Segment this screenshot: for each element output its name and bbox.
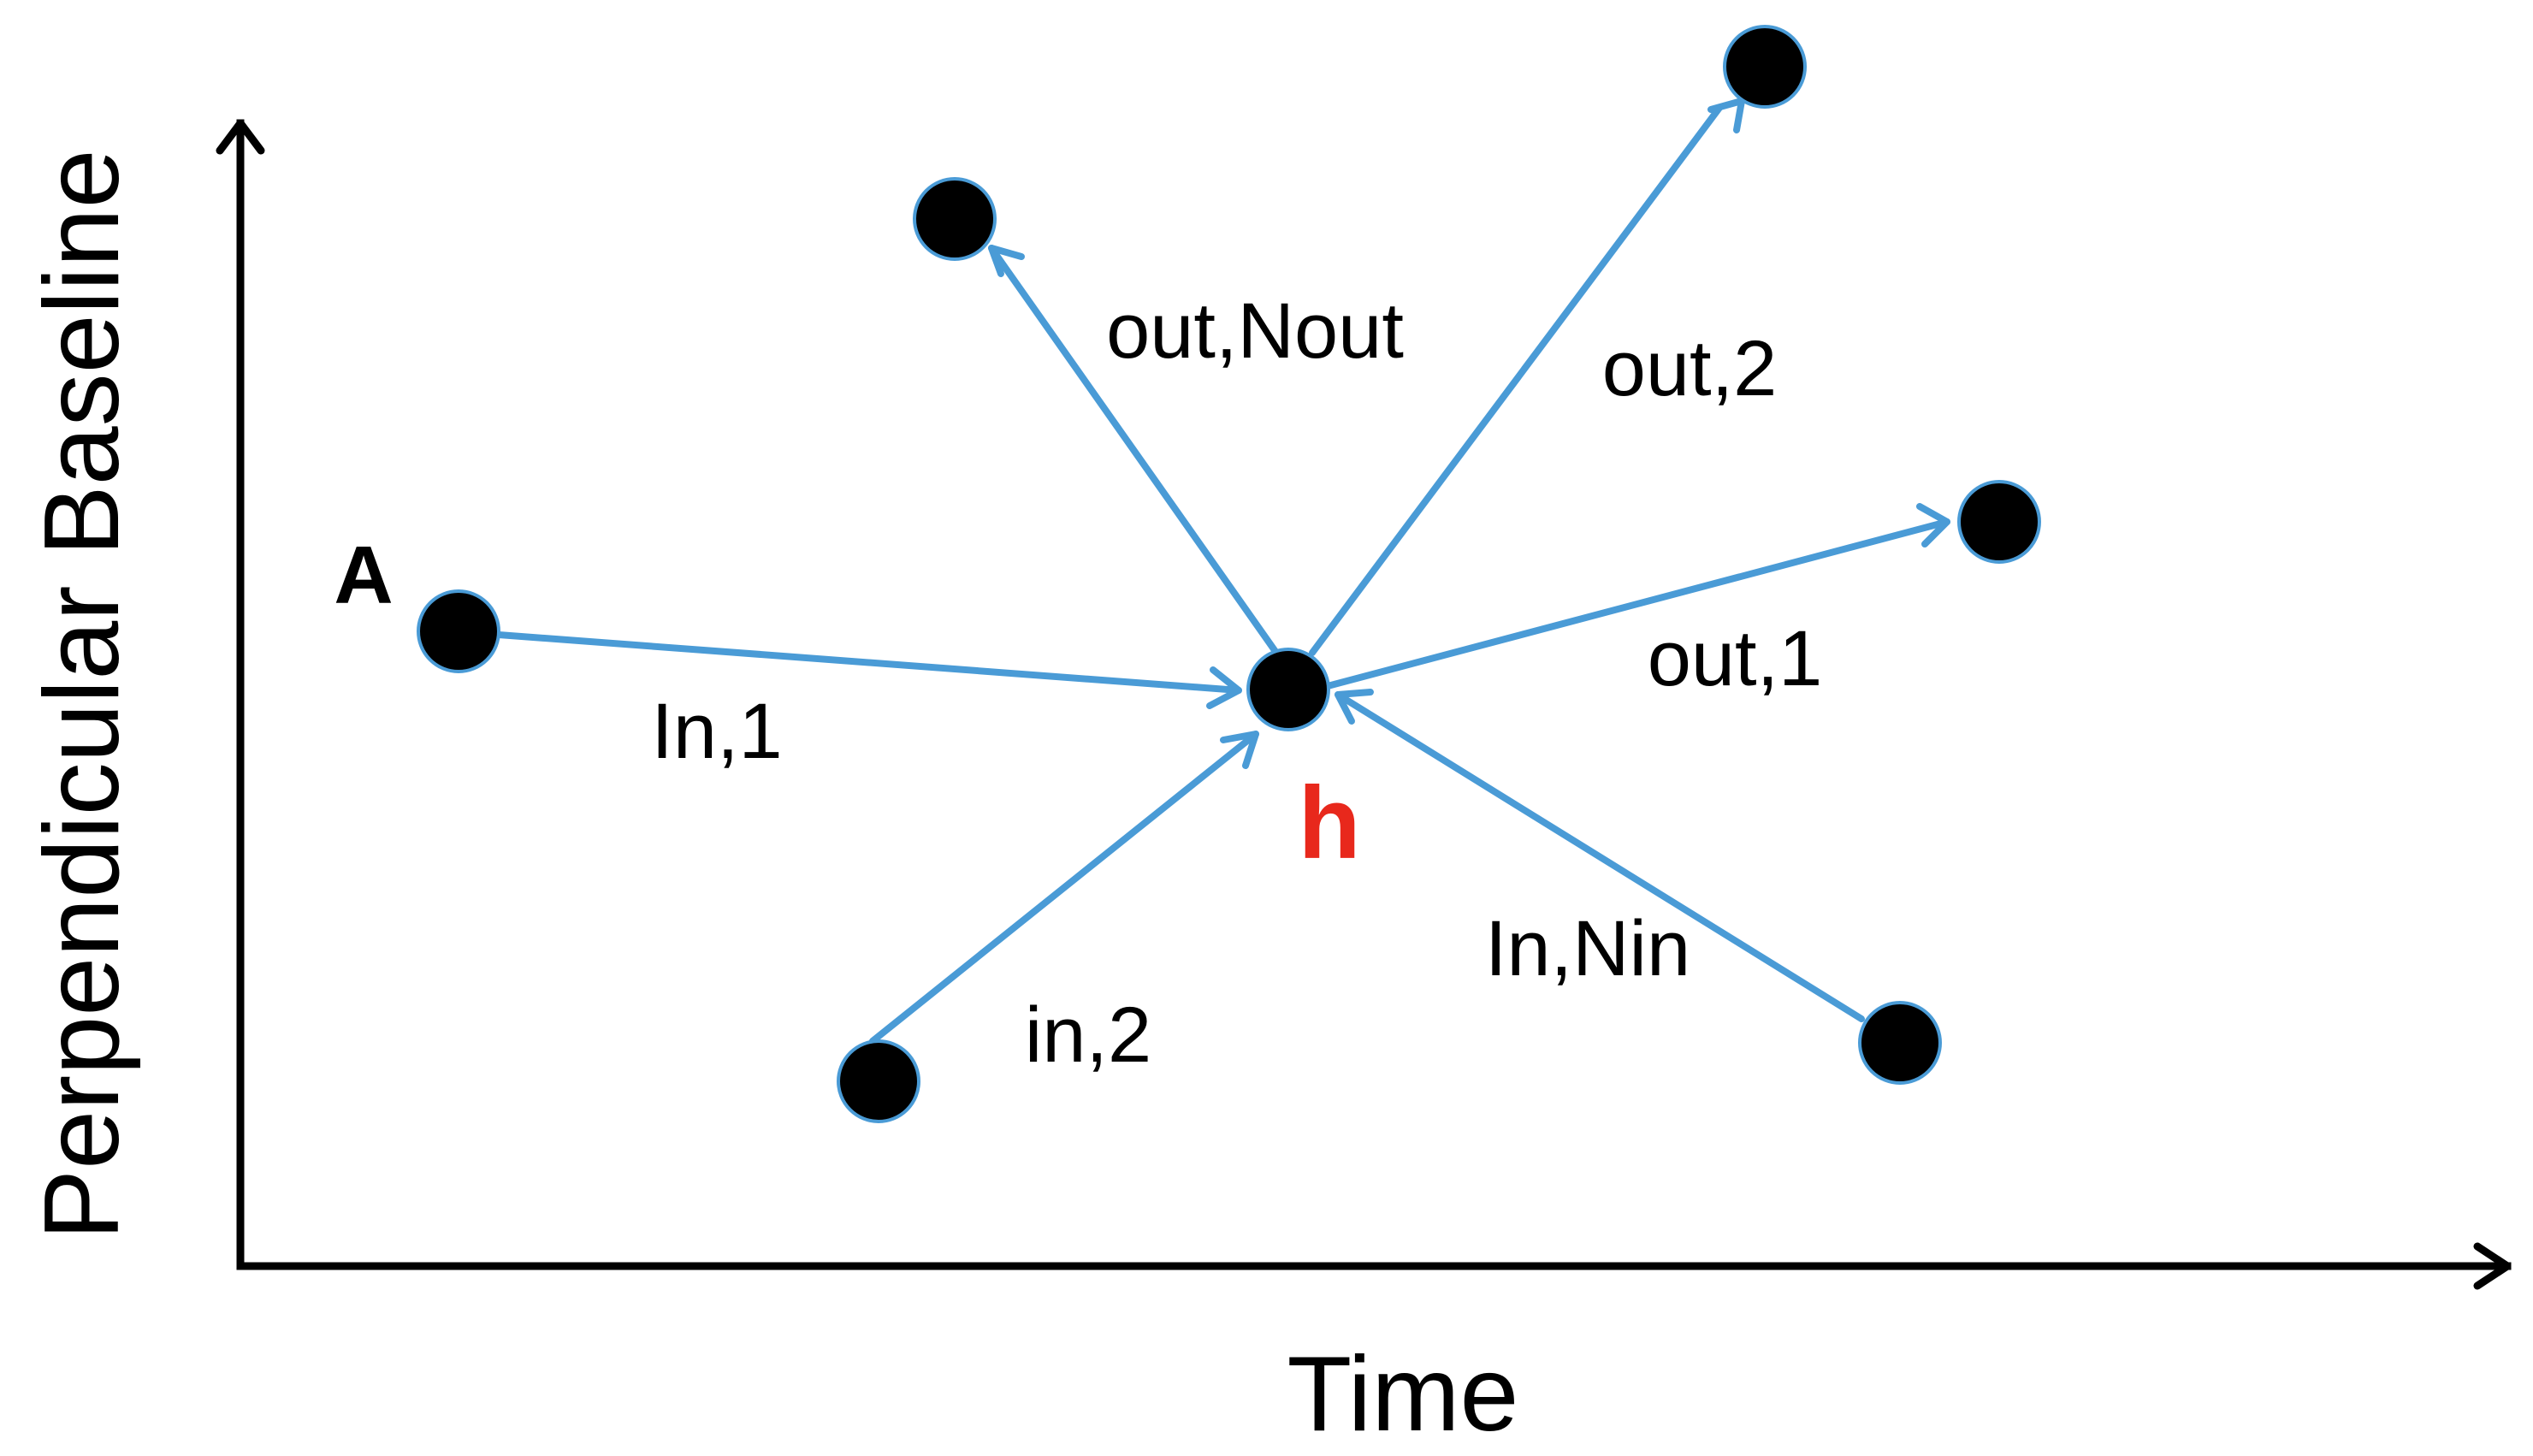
- edge-in-nin-label: In,Nin: [1485, 905, 1690, 992]
- y-axis-arrowhead: [216, 119, 265, 155]
- node-h-label: h: [1298, 766, 1360, 880]
- edge-out-2-label: out,2: [1602, 325, 1778, 412]
- node-in-2: [837, 1039, 920, 1123]
- edge-out-nout-label: out,Nout: [1106, 287, 1404, 375]
- nodes: [417, 25, 2041, 1123]
- edge-in-1-line: [495, 631, 1242, 694]
- edge-in-1-arrowhead: [1206, 666, 1242, 709]
- x-axis-arrowhead: [2473, 1242, 2512, 1290]
- edges: [495, 104, 1950, 1045]
- edge-out-1-arrowhead: [1916, 503, 1950, 547]
- edge-out-2-line: [1309, 104, 1723, 656]
- edge-in-nin-line: [1335, 691, 1865, 1022]
- node-out-nout: [913, 177, 997, 261]
- edge-in-2-line: [869, 731, 1259, 1045]
- node-out-2: [1723, 25, 1807, 109]
- edge-in-2-label: in,2: [1025, 991, 1151, 1079]
- node-out-1: [1957, 480, 2041, 564]
- node-a: [417, 589, 500, 673]
- x-axis-title: Time: [1287, 1335, 1519, 1453]
- node-h: [1246, 648, 1330, 731]
- edge-in-2-arrowhead: [1220, 731, 1259, 769]
- y-axis-title: Perpendicular Baseline: [23, 149, 141, 1240]
- axes: [216, 119, 2512, 1290]
- edge-in-1-label: In,1: [651, 688, 782, 775]
- edge-in-nin-arrowhead: [1335, 689, 1374, 725]
- edge-out-1-line: [1324, 518, 1950, 690]
- node-in-nin: [1858, 1001, 1942, 1085]
- edge-out-nout-line: [988, 245, 1280, 656]
- edge-out-1-label: out,1: [1648, 615, 1823, 702]
- node-a-label: A: [334, 530, 393, 621]
- edge-out-nout-arrowhead: [988, 245, 1025, 277]
